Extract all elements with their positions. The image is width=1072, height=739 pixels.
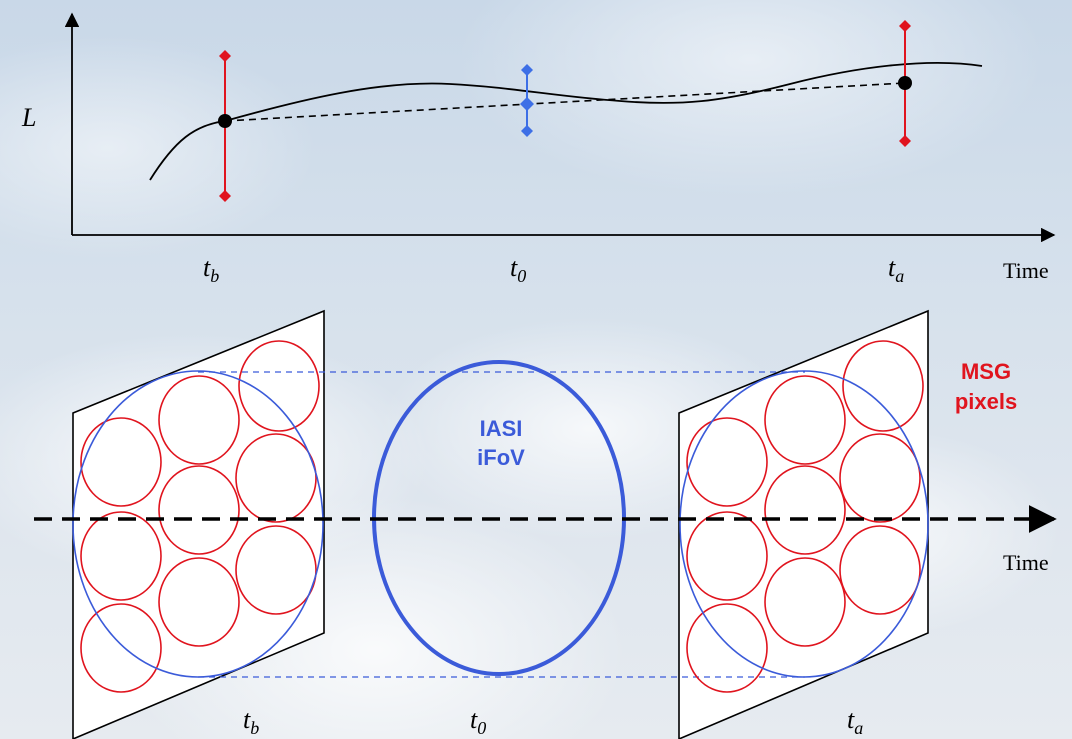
- msg-pixel: [158, 465, 240, 555]
- msg-pixel: [839, 433, 921, 523]
- msg-pixel: [686, 417, 768, 507]
- error-bar-tb: [218, 50, 232, 202]
- msg-pixel: [80, 511, 162, 601]
- msg-pixel: [764, 465, 846, 555]
- tick-label-tb: tb: [203, 253, 219, 286]
- x-axis-label: Time: [1003, 258, 1049, 283]
- iasi-label-line1: IASI: [480, 416, 523, 441]
- msg-pixel: [158, 557, 240, 647]
- msg-pixel: [839, 525, 921, 615]
- msg-pixel: [842, 340, 924, 432]
- msg-pixels-tb: [80, 340, 320, 693]
- point-ta: [898, 76, 912, 90]
- bottom-tick-t0: t0: [470, 705, 486, 738]
- iasi-footprint-ta: [679, 370, 929, 678]
- msg-pixel: [80, 603, 162, 693]
- iasi-footprint-tb: [72, 370, 324, 678]
- bottom-tick-tb: tb: [243, 705, 259, 738]
- msg-pixel: [235, 525, 317, 615]
- msg-pixel: [764, 557, 846, 647]
- msg-pixels-ta: [686, 340, 924, 693]
- tick-label-ta: ta: [888, 253, 904, 286]
- msg-pixel: [686, 603, 768, 693]
- y-axis-label: L: [21, 103, 36, 132]
- frame-tb: [72, 309, 325, 739]
- bottom-tick-ta: ta: [847, 705, 863, 738]
- top-plot: L tb t0 ta Time: [21, 12, 1056, 286]
- error-bar-ta: [898, 20, 912, 147]
- msg-pixel: [158, 375, 240, 465]
- msg-label-line1: MSG: [961, 359, 1011, 384]
- error-bar-t0: [520, 64, 534, 137]
- point-tb: [218, 114, 232, 128]
- iasi-label-line2: iFoV: [477, 445, 525, 470]
- msg-pixel: [686, 511, 768, 601]
- msg-pixel: [235, 433, 317, 523]
- msg-pixel: [764, 375, 846, 465]
- msg-label-line2: pixels: [955, 389, 1017, 414]
- radiance-curve: [149, 62, 983, 181]
- interpolation-line: [224, 82, 906, 122]
- tick-label-t0: t0: [510, 253, 526, 286]
- msg-pixel: [80, 417, 162, 507]
- time-label-bottom: Time: [1003, 550, 1049, 575]
- frame-ta: [678, 309, 929, 739]
- msg-pixel: [238, 340, 320, 432]
- bottom-scene: IASI iFoV MSG pixels Time tb t0 ta: [34, 309, 1057, 739]
